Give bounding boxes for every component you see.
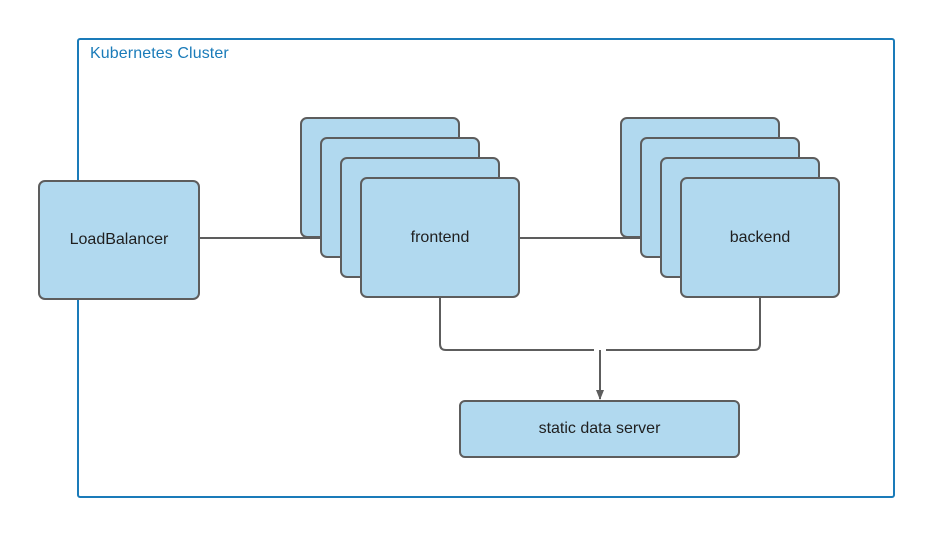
node-backend-front-card[interactable]: backend xyxy=(680,177,840,298)
node-frontend-front-card[interactable]: frontend xyxy=(360,177,520,298)
kubernetes-cluster-label: Kubernetes Cluster xyxy=(90,45,229,62)
node-static-data-server[interactable]: static data server xyxy=(459,400,740,458)
node-frontend-stack[interactable]: frontend xyxy=(300,117,520,298)
node-static-data-server-label: static data server xyxy=(538,420,661,437)
node-frontend-label: frontend xyxy=(410,228,470,246)
node-backend-stack[interactable]: backend xyxy=(620,117,840,298)
node-loadbalancer-label: LoadBalancer xyxy=(69,231,169,248)
node-loadbalancer[interactable]: LoadBalancer xyxy=(38,180,200,300)
node-backend-label: backend xyxy=(729,228,791,246)
